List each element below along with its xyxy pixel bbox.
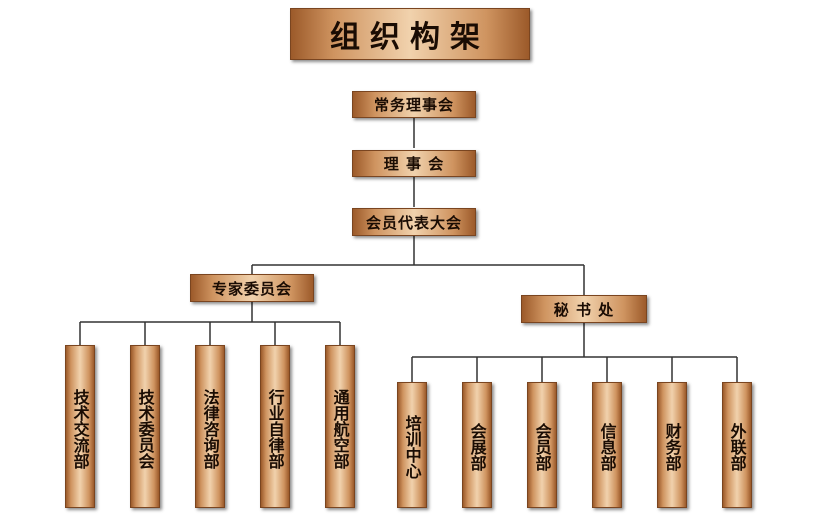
unit-label: 财务部: [662, 423, 682, 471]
unit-finance: 财务部: [657, 382, 687, 508]
node-standing-council: 常务理事会: [352, 91, 476, 118]
node-secretariat: 秘 书 处: [521, 295, 647, 323]
unit-label: 行业自律部: [265, 388, 285, 469]
chart-title-text: 组织构架: [330, 20, 490, 55]
node-congress: 会员代表大会: [352, 208, 476, 236]
unit-industry-self-discipline: 行业自律部: [260, 345, 290, 508]
node-council: 理 事 会: [352, 150, 476, 177]
unit-label: 法律咨询部: [200, 388, 220, 469]
unit-legal-consulting: 法律咨询部: [195, 345, 225, 508]
unit-technical-committee: 技术委员会: [130, 345, 160, 508]
unit-technical-exchange: 技术交流部: [65, 345, 95, 508]
node-experts: 专家委员会: [190, 274, 314, 302]
node-experts-label: 专家委员会: [211, 279, 292, 298]
unit-label: 会员部: [532, 423, 552, 471]
chart-title: 组织构架: [290, 8, 530, 60]
unit-label: 信息部: [597, 423, 617, 471]
unit-label: 外联部: [727, 423, 747, 471]
node-secretariat-label: 秘 书 处: [553, 300, 615, 319]
unit-label: 会展部: [467, 423, 487, 471]
unit-information: 信息部: [592, 382, 622, 508]
unit-training-center: 培训中心: [397, 382, 427, 508]
unit-membership: 会员部: [527, 382, 557, 508]
unit-label: 技术交流部: [70, 388, 90, 469]
unit-external-relations: 外联部: [722, 382, 752, 508]
unit-exhibition: 会展部: [462, 382, 492, 508]
node-congress-label: 会员代表大会: [365, 213, 462, 232]
unit-label: 技术委员会: [135, 388, 155, 469]
unit-label: 培训中心: [402, 415, 422, 479]
unit-general-aviation: 通用航空部: [325, 345, 355, 508]
unit-label: 通用航空部: [330, 388, 350, 469]
node-standing-council-label: 常务理事会: [373, 96, 454, 114]
node-council-label: 理 事 会: [383, 155, 445, 173]
